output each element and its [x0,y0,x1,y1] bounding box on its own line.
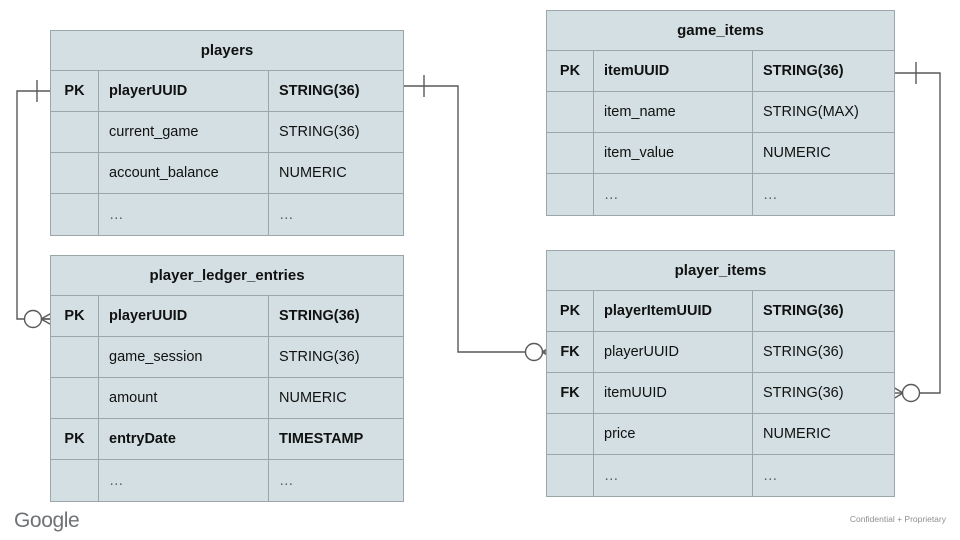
field-key [51,337,99,377]
field-key: PK [547,51,594,91]
field-name: entryDate [99,419,269,459]
field-key: PK [51,296,99,336]
field-type: STRING(36) [763,303,844,319]
field-type: STRING(36) [763,385,844,401]
field-type: TIMESTAMP [279,431,364,447]
field-name: item_value [594,133,753,173]
field-key [51,194,99,235]
field-key [547,133,594,173]
table-row[interactable]: current_game STRING(36) [51,112,403,153]
entity-game-items[interactable]: game_items PK itemUUID STRING(36) item_n… [546,10,895,216]
field-type: STRING(36) [763,63,844,79]
google-logo: Google [14,509,80,532]
field-key: PK [51,419,99,459]
field-type: NUMERIC [279,165,347,181]
field-type: STRING(36) [279,349,360,365]
table-row[interactable]: price NUMERIC [547,414,894,455]
table-row[interactable]: … … [547,455,894,496]
field-key: FK [547,373,594,413]
entity-title-player-items: player_items [547,251,894,291]
field-key [547,92,594,132]
table-row[interactable]: item_name STRING(MAX) [547,92,894,133]
entity-player-ledger-entries[interactable]: player_ledger_entries PK playerUUID STRI… [50,255,404,502]
field-name: current_game [99,112,269,152]
table-row[interactable]: item_value NUMERIC [547,133,894,174]
field-key [547,174,594,215]
cardinality-zero-circle [901,383,921,403]
field-key: FK [547,332,594,372]
field-name: … [99,194,269,235]
field-type: … [279,206,295,223]
field-name: amount [99,378,269,418]
table-row[interactable]: … … [51,460,403,501]
field-name: playerUUID [99,296,269,336]
field-key: PK [547,291,594,331]
field-key [51,153,99,193]
field-type: STRING(MAX) [763,104,859,120]
table-row[interactable]: PK entryDate TIMESTAMP [51,419,403,460]
field-type: NUMERIC [763,145,831,161]
field-name: itemUUID [594,373,753,413]
cardinality-zero-circle [23,309,43,329]
table-row[interactable]: PK playerItemUUID STRING(36) [547,291,894,332]
table-row[interactable]: … … [547,174,894,215]
field-name: … [594,455,753,496]
table-row[interactable]: FK itemUUID STRING(36) [547,373,894,414]
field-type: … [279,472,295,489]
field-key [51,112,99,152]
field-name: itemUUID [594,51,753,91]
field-type: STRING(36) [279,308,360,324]
field-name: playerUUID [99,71,269,111]
field-name: playerUUID [594,332,753,372]
entity-player-items[interactable]: player_items PK playerItemUUID STRING(36… [546,250,895,497]
field-type: STRING(36) [763,344,844,360]
table-row[interactable]: FK playerUUID STRING(36) [547,332,894,373]
table-row[interactable]: game_session STRING(36) [51,337,403,378]
entity-title-player-ledger-entries: player_ledger_entries [51,256,403,296]
field-name: … [594,174,753,215]
field-name: account_balance [99,153,269,193]
field-key: PK [51,71,99,111]
table-row[interactable]: PK itemUUID STRING(36) [547,51,894,92]
field-key [51,378,99,418]
field-type: … [763,467,779,484]
cardinality-zero-circle [524,342,544,362]
table-row[interactable]: account_balance NUMERIC [51,153,403,194]
field-type: NUMERIC [279,390,347,406]
field-type: STRING(36) [279,124,360,140]
field-type: … [763,186,779,203]
field-key [51,460,99,501]
relationship-game-items-to-player-items [887,62,941,403]
entity-title-game-items: game_items [547,11,894,51]
field-name: playerItemUUID [594,291,753,331]
entity-players[interactable]: players PK playerUUID STRING(36) current… [50,30,404,236]
field-name: game_session [99,337,269,377]
field-type: STRING(36) [279,83,360,99]
entity-title-players: players [51,31,403,71]
table-row[interactable]: PK playerUUID STRING(36) [51,296,403,337]
table-row[interactable]: … … [51,194,403,235]
field-name: … [99,460,269,501]
field-name: item_name [594,92,753,132]
field-key [547,455,594,496]
table-row[interactable]: amount NUMERIC [51,378,403,419]
field-name: price [594,414,753,454]
table-row[interactable]: PK playerUUID STRING(36) [51,71,403,112]
field-type: NUMERIC [763,426,831,442]
relationship-players-to-player-items [404,75,559,362]
confidentiality-notice: Confidential + Proprietary [849,514,946,524]
field-key [547,414,594,454]
